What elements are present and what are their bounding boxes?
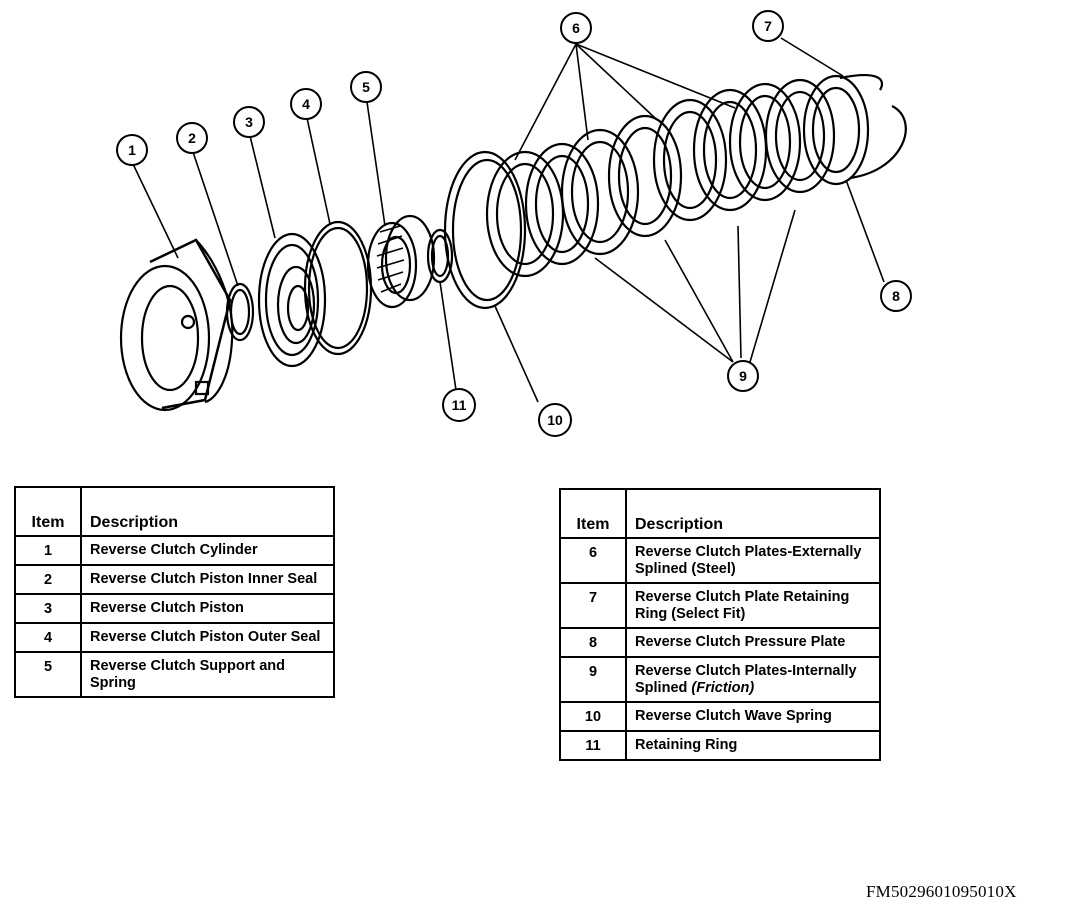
table-row: 8 Reverse Clutch Pressure Plate — [559, 627, 881, 658]
svg-text:9: 9 — [739, 368, 747, 384]
callout-2: 2 — [176, 122, 208, 154]
item-description: Reverse Clutch Cylinder — [80, 535, 335, 566]
item-description: Reverse Clutch Plates-Externally Splined… — [625, 537, 881, 584]
exploded-view-diagram: 1 2 3 4 5 6 7 8 9 10 11 — [116, 10, 912, 437]
callout-4: 4 — [290, 88, 322, 120]
parts-table-right: Item Description 6 Reverse Clutch Plates… — [559, 488, 881, 761]
table-row: 4 Reverse Clutch Piston Outer Seal — [14, 622, 335, 653]
table-row: 1 Reverse Clutch Cylinder — [14, 535, 335, 566]
callout-7: 7 — [752, 10, 784, 42]
item-description-text: Reverse Clutch Plates-Internally Splined — [635, 663, 857, 696]
callout-5: 5 — [350, 71, 382, 103]
item-description: Reverse Clutch Pressure Plate — [625, 627, 881, 658]
table-row: 11 Retaining Ring — [559, 730, 881, 761]
item-number: 1 — [14, 535, 82, 566]
svg-text:1: 1 — [128, 142, 136, 158]
callout-1: 1 — [116, 134, 148, 166]
part-reverse-clutch-cylinder — [119, 238, 234, 412]
item-number: 4 — [14, 622, 82, 653]
item-description: Reverse Clutch Piston Inner Seal — [80, 564, 335, 595]
table-row: 2 Reverse Clutch Piston Inner Seal — [14, 564, 335, 595]
item-description-italic: (Friction) — [691, 680, 755, 696]
item-number: 6 — [559, 537, 627, 584]
part-reverse-clutch-piston — [257, 232, 327, 368]
part-clutch-plate-stack — [485, 74, 870, 278]
item-number: 3 — [14, 593, 82, 624]
header-description: Description — [80, 486, 335, 537]
item-number: 8 — [559, 627, 627, 658]
table-row: 5 Reverse Clutch Support and Spring — [14, 651, 335, 698]
table-header-row: Item Description — [14, 486, 335, 537]
callout-10: 10 — [538, 403, 572, 437]
part-piston-inner-seal — [225, 282, 255, 342]
svg-text:11: 11 — [452, 397, 467, 413]
table-row: 7 Reverse Clutch Plate Retaining Ring (S… — [559, 582, 881, 629]
item-number: 5 — [14, 651, 82, 698]
part-wave-spring — [443, 150, 527, 310]
part-piston-outer-seal — [303, 220, 373, 356]
svg-text:4: 4 — [302, 96, 310, 112]
parts-table-left: Item Description 1 Reverse Clutch Cylind… — [14, 486, 335, 698]
callout-8: 8 — [880, 280, 912, 312]
callout-6: 6 — [560, 12, 592, 44]
svg-text:10: 10 — [547, 412, 563, 428]
table-row: 9 Reverse Clutch Plates-Internally Splin… — [559, 656, 881, 703]
header-item: Item — [559, 488, 627, 539]
item-description: Reverse Clutch Support and Spring — [80, 651, 335, 698]
header-item: Item — [14, 486, 82, 537]
part-pressure-plate-ring — [849, 105, 907, 180]
item-number: 7 — [559, 582, 627, 629]
svg-text:6: 6 — [572, 20, 580, 36]
table-row: 3 Reverse Clutch Piston — [14, 593, 335, 624]
table-header-row: Item Description — [559, 488, 881, 539]
svg-text:5: 5 — [362, 79, 370, 95]
leader-lines — [132, 37, 885, 403]
item-description: Retaining Ring — [625, 730, 881, 761]
item-description: Reverse Clutch Wave Spring — [625, 701, 881, 732]
svg-text:3: 3 — [245, 114, 253, 130]
part-support-and-spring — [366, 214, 436, 309]
item-description: Reverse Clutch Plate Retaining Ring (Sel… — [625, 582, 881, 629]
item-number: 2 — [14, 564, 82, 595]
callout-3: 3 — [233, 106, 265, 138]
header-description: Description — [625, 488, 881, 539]
figure-code: FM5029601095010X — [866, 882, 1017, 901]
svg-text:2: 2 — [188, 130, 196, 146]
svg-text:8: 8 — [892, 288, 900, 304]
item-description: Reverse Clutch Piston Outer Seal — [80, 622, 335, 653]
callout-11: 11 — [442, 388, 476, 422]
svg-text:7: 7 — [764, 18, 772, 34]
table-row: 6 Reverse Clutch Plates-Externally Splin… — [559, 537, 881, 584]
table-row: 10 Reverse Clutch Wave Spring — [559, 701, 881, 732]
part-retaining-ring — [426, 228, 454, 284]
item-number: 11 — [559, 730, 627, 761]
part-plate-retaining-ring — [839, 74, 884, 91]
item-description: Reverse Clutch Plates-Internally Splined… — [625, 656, 881, 703]
item-number: 10 — [559, 701, 627, 732]
callout-9: 9 — [727, 360, 759, 392]
item-description: Reverse Clutch Piston — [80, 593, 335, 624]
item-number: 9 — [559, 656, 627, 703]
